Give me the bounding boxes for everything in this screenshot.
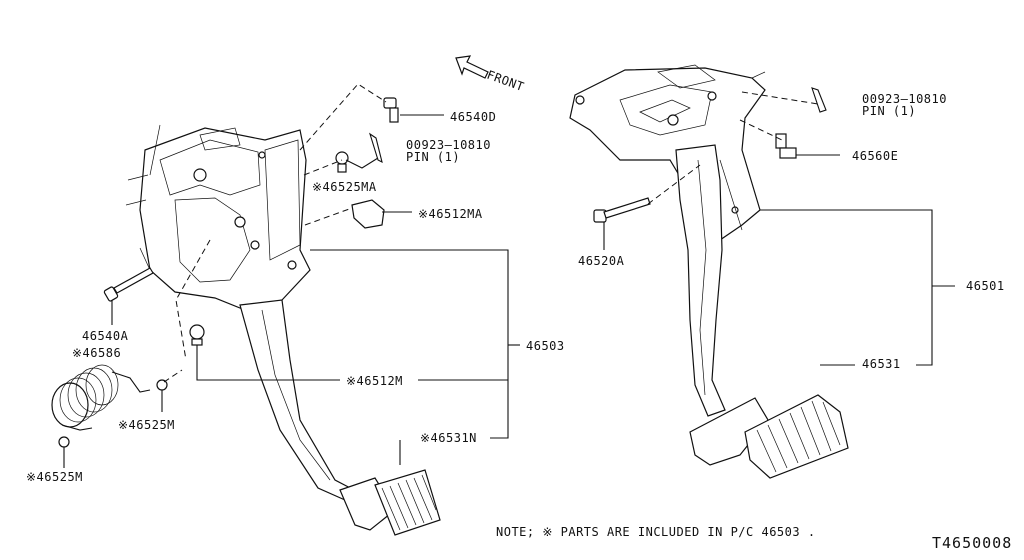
- pin-clip-left: [369, 132, 383, 164]
- label-46586: ※46586: [72, 346, 121, 360]
- switch-46512ma: [351, 199, 385, 229]
- bolt-46560e: [775, 133, 797, 159]
- label-46560e: 46560E: [852, 149, 898, 163]
- label-46503: 46503: [526, 339, 565, 353]
- right-pedal-pad: [689, 394, 849, 479]
- pin-clip-right: [811, 87, 827, 113]
- label-46525m-lower: ※46525M: [26, 470, 83, 484]
- label-00923-10810-right: 00923—10810: [862, 92, 947, 106]
- label-pin-right: PIN (1): [862, 104, 916, 118]
- label-46540d: 46540D: [450, 110, 496, 124]
- stopper-46525ma: [335, 151, 349, 173]
- figure-id: T4650008: [932, 534, 1012, 552]
- label-46501: 46501: [966, 279, 1005, 293]
- bolt-46540d: [383, 97, 399, 123]
- parts-note: NOTE; ※ PARTS ARE INCLUDED IN P/C 46503 …: [496, 525, 816, 539]
- bolt-46520a: [593, 197, 651, 223]
- front-arrow-icon: [455, 55, 489, 79]
- nut-46525m-lower: [58, 436, 70, 448]
- label-46531: 46531: [862, 357, 901, 371]
- label-46512ma: ※46512MA: [418, 207, 483, 221]
- label-46525m-upper: ※46525M: [118, 418, 175, 432]
- left-leader-lines: [63, 83, 520, 468]
- right-leader-lines: [603, 91, 955, 366]
- label-pin-left: PIN (1): [406, 150, 460, 164]
- label-46512m: ※46512M: [346, 374, 403, 388]
- right-pedal-arm: [675, 144, 743, 417]
- left-pedal-pad: [339, 469, 441, 536]
- left-pedal-arm: [239, 299, 360, 501]
- label-46540a: 46540A: [82, 329, 129, 343]
- bolt-46540a: [103, 267, 154, 302]
- stopper-46512m: [189, 324, 205, 346]
- label-46531n: ※46531N: [420, 431, 477, 445]
- left-pedal-bracket: [125, 124, 311, 311]
- front-label: FRONT: [485, 68, 526, 94]
- label-00923-10810-left: 00923—10810: [406, 138, 491, 152]
- label-46525ma: ※46525MA: [312, 180, 377, 194]
- return-spring: [51, 364, 151, 431]
- label-46520a: 46520A: [578, 254, 625, 268]
